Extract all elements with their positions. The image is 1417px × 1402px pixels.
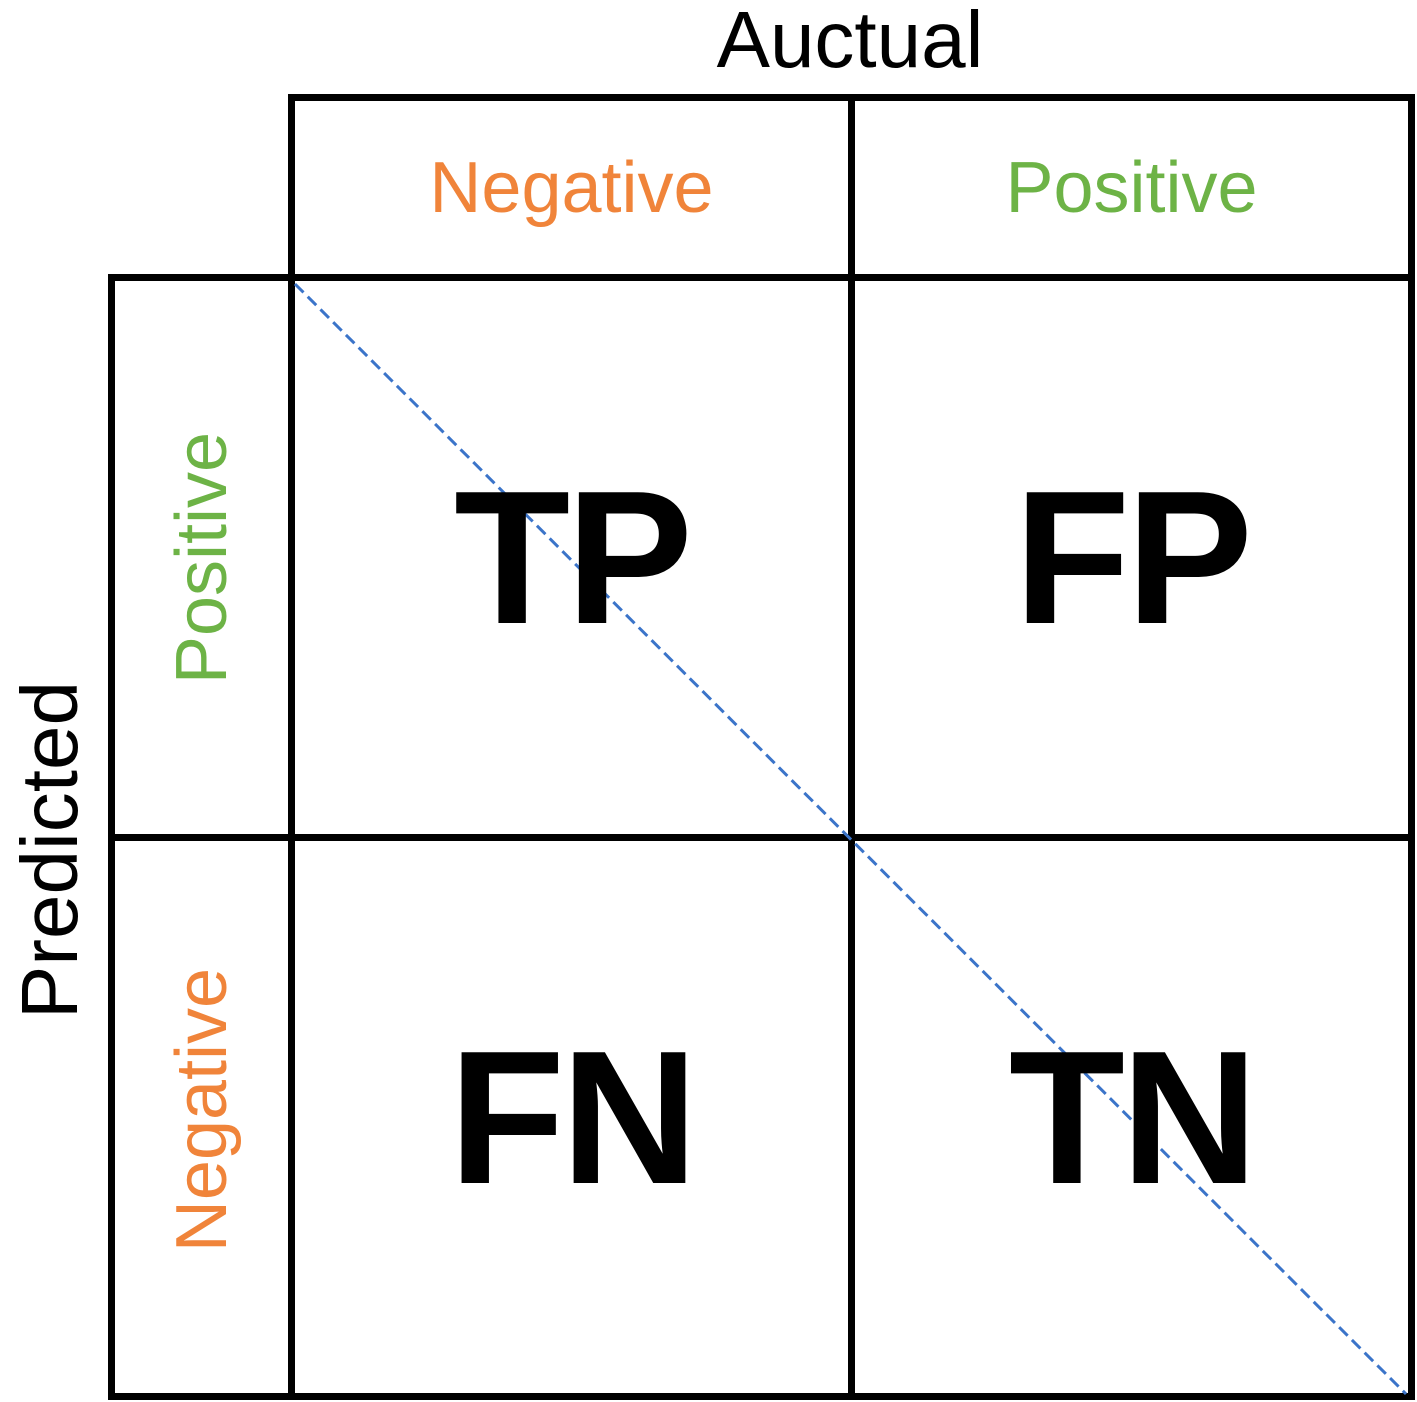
actual-header-divider (848, 94, 855, 281)
predicted-negative-label: Negative (162, 967, 242, 1253)
predicted-axis-title: Predicted (5, 681, 94, 1019)
actual-negative-label: Negative (429, 147, 714, 228)
cell-false-positive: FP (1014, 451, 1253, 664)
predicted-positive-label: Positive (162, 431, 242, 685)
actual-positive-label: Positive (1005, 147, 1258, 228)
predicted-header-divider (108, 834, 295, 841)
cell-true-positive: TP (454, 451, 693, 664)
matrix-horizontal-divider (288, 834, 1415, 841)
cell-false-negative: FN (448, 1011, 698, 1224)
cell-true-negative: TN (1008, 1011, 1258, 1224)
actual-axis-title: Auctual (716, 0, 984, 84)
